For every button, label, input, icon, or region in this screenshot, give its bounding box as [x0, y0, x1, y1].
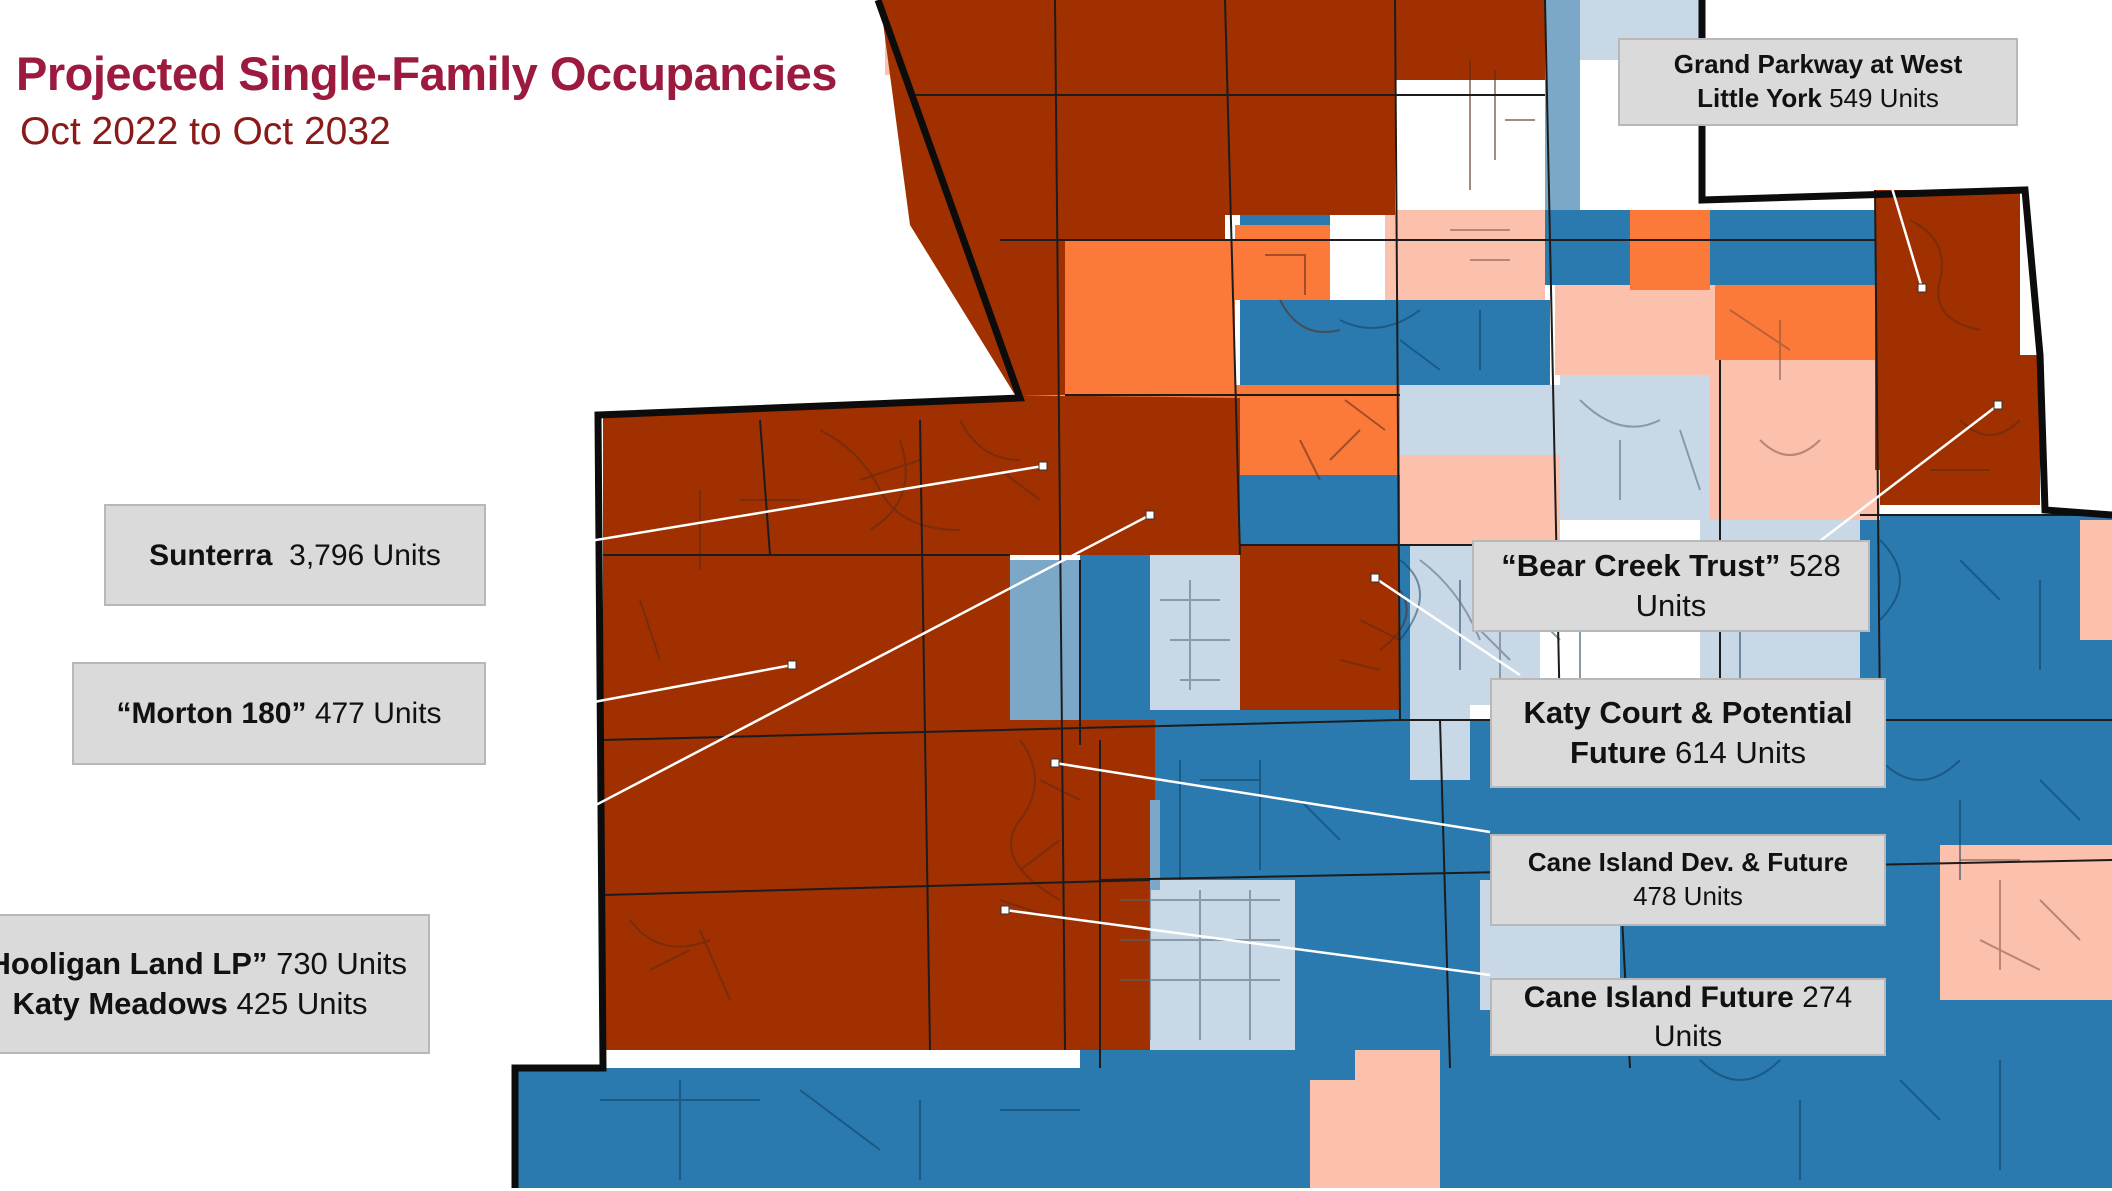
callout-name: Cane Island Dev. & Future: [1527, 847, 1849, 878]
callout-units-line: Units: [1653, 1020, 1723, 1053]
callout-units: 549 Units: [1829, 83, 1939, 113]
callout-cane-island-future: Cane Island Future 274 Units: [1490, 978, 1886, 1056]
callout-name: “Bear Creek Trust”: [1501, 547, 1781, 583]
callout-morton: “Morton 180” 477 Units: [72, 662, 486, 765]
leader-canefuture: [1004, 908, 1491, 977]
callout-name-2: Katy Meadows: [12, 986, 228, 1021]
callout-units: 528: [1789, 547, 1841, 583]
leader-morton: [486, 663, 793, 724]
callout-name: “Morton 180”: [116, 697, 307, 730]
callout-units: 614 Units: [1675, 735, 1807, 770]
callout-hooligan: “Hooligan Land LP” 730 Units Katy Meadow…: [0, 914, 430, 1054]
callout-name: Cane Island Future: [1523, 981, 1794, 1014]
callout-cane-island-dev: Cane Island Dev. & Future 478 Units: [1490, 834, 1886, 926]
street-texture-pink: [1450, 229, 2081, 971]
callout-name: Katy Court & Potential: [1523, 694, 1853, 730]
callout-bear-creek: “Bear Creek Trust” 528 Units: [1472, 540, 1870, 632]
leader-dots: [787, 283, 2003, 915]
leader-hooligan: [379, 513, 1151, 920]
callout-units: 730 Units: [276, 945, 408, 981]
leader-caneisland: [1054, 761, 1491, 834]
callout-units: 274: [1802, 981, 1853, 1014]
callout-units-line: Units: [1635, 588, 1707, 623]
map-title: Projected Single-Family Occupancies: [16, 47, 837, 100]
leader-lines: [379, 127, 1999, 977]
callout-grand-parkway: Grand Parkway at West Little York 549 Un…: [1618, 38, 2018, 126]
callout-name-b: Little York: [1697, 83, 1822, 113]
callout-units: 3,796 Units: [289, 538, 441, 572]
callout-sunterra: Sunterra 3,796 Units: [104, 504, 486, 606]
callout-units-2: 425 Units: [236, 986, 368, 1021]
callout-name: “Hooligan Land LP”: [0, 945, 268, 981]
street-texture-blue: [600, 309, 2081, 1180]
callout-units-line: 478 Units: [1633, 881, 1743, 911]
callout-units: 477 Units: [314, 697, 442, 730]
leader-katycourt: [1374, 576, 1521, 677]
callout-name-b: Future: [1569, 735, 1667, 770]
leader-grand: [1872, 127, 1924, 289]
callout-katy-court: Katy Court & Potential Future 614 Units: [1490, 678, 1886, 788]
leader-sunterra: [486, 464, 1044, 560]
callout-name: Grand Parkway at West: [1673, 49, 1963, 80]
map-subtitle: Oct 2022 to Oct 2032: [20, 110, 391, 153]
callout-name: Sunterra: [149, 538, 273, 572]
